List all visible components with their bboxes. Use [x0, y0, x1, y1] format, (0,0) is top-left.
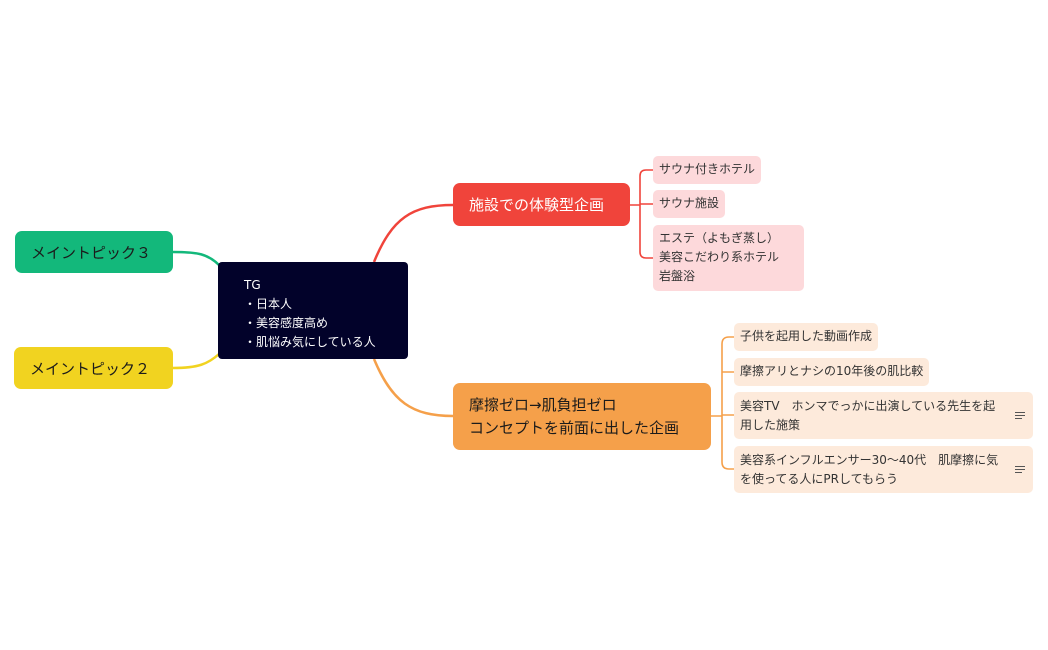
branch-zero-friction[interactable]: 摩擦ゼロ→肌負担ゼロ コンセプトを前面に出した企画: [453, 383, 711, 450]
link-branch1-leaves: [630, 169, 653, 259]
leaf-influencer-pr-line-1: 美容系インフルエンサー30〜40代 肌摩擦に気: [740, 453, 999, 467]
branch-zero-friction-line-2: コンセプトを前面に出した企画: [469, 418, 680, 437]
notes-icon[interactable]: [1015, 410, 1025, 421]
main-topic-2[interactable]: メイントピック２: [14, 347, 173, 389]
main-topic-3[interactable]: メイントピック３: [15, 231, 173, 273]
leaf-sauna-hotel-label: サウナ付きホテル: [659, 162, 756, 176]
leaf-sauna-facility[interactable]: サウナ施設: [653, 190, 726, 218]
notes-icon[interactable]: [1015, 464, 1025, 475]
link-branch2-leaves: [711, 336, 734, 470]
leaf-esthetic-line-3: 岩盤浴: [659, 269, 696, 283]
central-title: TG: [244, 278, 261, 292]
central-line-2: ・美容感度高め: [244, 316, 329, 330]
link-central-topic2: [172, 353, 220, 370]
leaf-beauty-tv-line-2: 用した施策: [740, 418, 801, 432]
leaf-sauna-facility-label: サウナ施設: [659, 196, 720, 210]
leaf-esthetic-line-1: エステ（よもぎ蒸し）: [659, 231, 780, 245]
leaf-esthetic-line-2: 美容こだわり系ホテル: [659, 250, 780, 264]
leaf-influencer-pr[interactable]: 美容系インフルエンサー30〜40代 肌摩擦に気 を使ってる人にPRしてもらう: [734, 446, 1033, 493]
leaf-sauna-hotel[interactable]: サウナ付きホテル: [653, 156, 762, 184]
branch-facility-experience[interactable]: 施設での体験型企画: [453, 183, 630, 226]
link-central-branch1: [372, 203, 454, 263]
central-line-1: ・日本人: [244, 297, 293, 311]
leaf-skin-compare-label: 摩擦アリとナシの10年後の肌比較: [740, 364, 924, 378]
link-central-branch2: [372, 358, 454, 418]
leaf-esthetic[interactable]: エステ（よもぎ蒸し） 美容こだわり系ホテル 岩盤浴: [653, 225, 804, 291]
leaf-child-video[interactable]: 子供を起用した動画作成: [734, 323, 879, 351]
leaf-skin-compare[interactable]: 摩擦アリとナシの10年後の肌比較: [734, 358, 930, 386]
branch-facility-label: 施設での体験型企画: [469, 196, 605, 214]
leaf-child-video-label: 子供を起用した動画作成: [740, 329, 873, 343]
central-line-3: ・肌悩み気にしている人: [244, 335, 376, 349]
central-topic[interactable]: TG ・日本人 ・美容感度高め ・肌悩み気にしている人: [218, 262, 408, 359]
link-central-topic3: [172, 250, 220, 266]
main-topic-3-label: メイントピック３: [31, 243, 152, 262]
leaf-beauty-tv-line-1: 美容TV ホンマでっかに出演している先生を起: [740, 399, 996, 413]
branch-zero-friction-line-1: 摩擦ゼロ→肌負担ゼロ: [469, 395, 617, 414]
main-topic-2-label: メイントピック２: [30, 359, 151, 378]
leaf-beauty-tv[interactable]: 美容TV ホンマでっかに出演している先生を起 用した施策: [734, 392, 1033, 439]
leaf-influencer-pr-line-2: を使ってる人にPRしてもらう: [740, 472, 899, 486]
